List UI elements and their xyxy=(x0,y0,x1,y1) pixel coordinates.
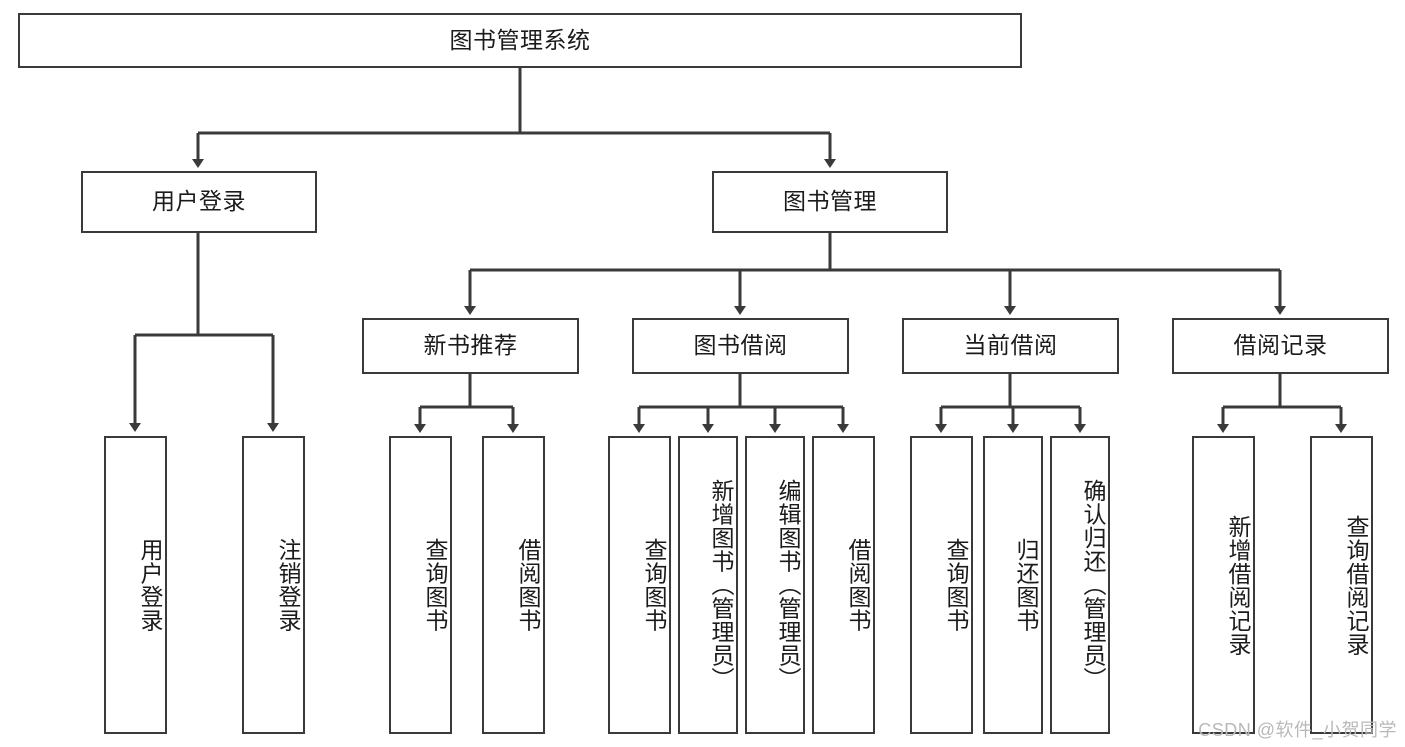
leaf-query-borrow-record[interactable]: 查询借阅记录 xyxy=(1310,436,1373,734)
leaf-query-books-current-label: 查询图书 xyxy=(943,538,969,632)
leaf-edit-book-admin[interactable]: 编辑图书（管理员） xyxy=(745,436,805,734)
node-book-borrow[interactable]: 图书借阅 xyxy=(632,318,849,374)
leaf-edit-book-admin-label: 编辑图书（管理员） xyxy=(775,479,801,691)
leaf-return-books-label: 归还图书 xyxy=(1013,538,1039,632)
node-borrow-records[interactable]: 借阅记录 xyxy=(1172,318,1389,374)
node-current-borrow-label: 当前借阅 xyxy=(963,332,1058,359)
leaf-borrow-books-recommend[interactable]: 借阅图书 xyxy=(482,436,545,734)
leaf-borrow-books-recommend-label: 借阅图书 xyxy=(515,538,541,632)
node-user-login[interactable]: 用户登录 xyxy=(81,171,317,233)
leaf-add-borrow-record[interactable]: 新增借阅记录 xyxy=(1192,436,1255,734)
leaf-query-books-borrow[interactable]: 查询图书 xyxy=(608,436,671,734)
node-book-management-label: 图书管理 xyxy=(783,188,877,215)
leaf-query-books-borrow-label: 查询图书 xyxy=(641,538,667,632)
node-new-book-recommend[interactable]: 新书推荐 xyxy=(362,318,579,374)
node-root-label: 图书管理系统 xyxy=(449,26,591,53)
node-new-book-recommend-label: 新书推荐 xyxy=(423,332,518,359)
node-borrow-records-label: 借阅记录 xyxy=(1233,332,1328,359)
leaf-confirm-return-admin[interactable]: 确认归还（管理员） xyxy=(1050,436,1110,734)
leaf-add-book-admin[interactable]: 新增图书（管理员） xyxy=(678,436,738,734)
leaf-user-login-label: 用户登录 xyxy=(137,538,163,632)
node-root[interactable]: 图书管理系统 xyxy=(18,13,1022,68)
leaf-borrow-books[interactable]: 借阅图书 xyxy=(812,436,875,734)
leaf-add-book-admin-label: 新增图书（管理员） xyxy=(708,479,734,691)
node-user-login-label: 用户登录 xyxy=(152,188,246,215)
leaf-borrow-books-label: 借阅图书 xyxy=(845,538,871,632)
leaf-query-books-recommend-label: 查询图书 xyxy=(422,538,448,632)
leaf-query-books-recommend[interactable]: 查询图书 xyxy=(389,436,452,734)
leaf-query-borrow-record-label: 查询借阅记录 xyxy=(1343,514,1369,656)
leaf-return-books[interactable]: 归还图书 xyxy=(983,436,1043,734)
leaf-add-borrow-record-label: 新增借阅记录 xyxy=(1225,514,1251,656)
leaf-user-login[interactable]: 用户登录 xyxy=(104,436,167,734)
leaf-user-logout[interactable]: 注销登录 xyxy=(242,436,305,734)
node-book-management[interactable]: 图书管理 xyxy=(712,171,948,233)
leaf-confirm-return-admin-label: 确认归还（管理员） xyxy=(1080,479,1106,691)
node-current-borrow[interactable]: 当前借阅 xyxy=(902,318,1119,374)
node-book-borrow-label: 图书借阅 xyxy=(693,332,788,359)
leaf-query-books-current[interactable]: 查询图书 xyxy=(910,436,973,734)
leaf-user-logout-label: 注销登录 xyxy=(275,538,301,632)
